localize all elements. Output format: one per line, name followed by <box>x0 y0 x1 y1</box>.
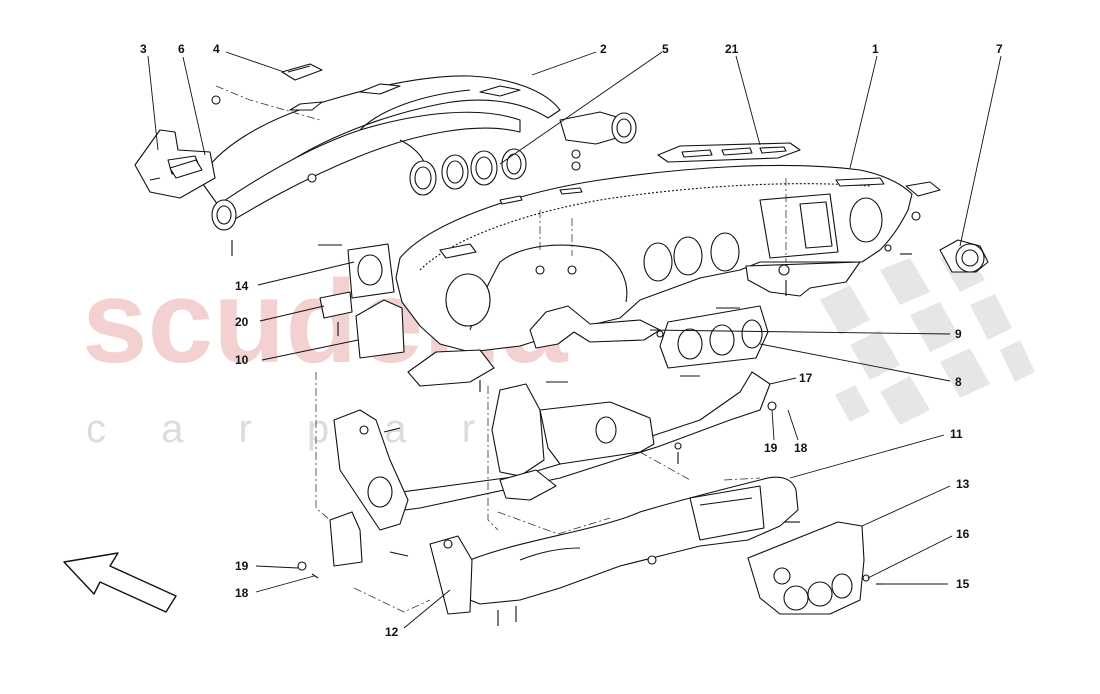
callout-18-right: 18 <box>794 441 808 455</box>
callout-21: 21 <box>725 42 739 56</box>
callout-7: 7 <box>996 42 1003 56</box>
alignment-lines <box>215 85 787 613</box>
fasteners <box>211 95 921 626</box>
callout-16: 16 <box>956 527 970 541</box>
callout-leader-lines <box>147 51 1002 629</box>
callout-19-right: 19 <box>764 441 778 455</box>
callout-14: 14 <box>235 279 249 293</box>
callout-9: 9 <box>955 327 962 341</box>
right-duct-nozzle <box>559 111 637 145</box>
upper-air-duct-assembly <box>199 75 561 223</box>
left-mounting-bracket <box>319 243 405 359</box>
callout-1: 1 <box>872 42 879 56</box>
callout-labels: 3 6 4 2 5 21 1 7 14 20 10 9 8 17 11 19 1… <box>140 42 1003 639</box>
callout-11: 11 <box>950 427 963 441</box>
instrument-gauge-bracket <box>659 305 769 369</box>
left-side-air-duct <box>134 129 216 199</box>
callout-8: 8 <box>955 375 962 389</box>
callout-20: 20 <box>235 315 249 329</box>
callout-18-left: 18 <box>235 586 249 600</box>
callout-10: 10 <box>235 353 249 367</box>
callout-19-left: 19 <box>235 559 249 573</box>
callout-15: 15 <box>956 577 970 591</box>
callout-3: 3 <box>140 42 147 56</box>
callout-4: 4 <box>213 42 220 56</box>
left-vent-grille <box>169 159 203 179</box>
vent-nozzle-rings <box>409 148 527 196</box>
dashboard-panel <box>395 164 913 353</box>
lower-console-trim <box>429 476 799 615</box>
callout-2: 2 <box>600 42 607 56</box>
callout-17: 17 <box>799 371 813 385</box>
callout-5: 5 <box>662 42 669 56</box>
dashboard-top-vent-strip <box>657 142 801 163</box>
center-mounting-plate <box>407 349 495 387</box>
center-console-panel <box>747 521 865 615</box>
checkered-flag-watermark <box>820 248 1035 425</box>
round-vent-outlet <box>939 239 989 273</box>
front-direction-arrow-icon <box>63 552 177 613</box>
dashboard-right-bracket <box>745 181 941 297</box>
callout-13: 13 <box>956 477 970 491</box>
left-duct-round-outlet <box>211 199 237 231</box>
dashboard-crossbeam <box>329 371 771 567</box>
callout-6: 6 <box>178 42 185 56</box>
callout-12: 12 <box>385 625 399 639</box>
vent-outlet-grille <box>281 63 323 81</box>
dashboard-support-strip <box>529 305 661 349</box>
